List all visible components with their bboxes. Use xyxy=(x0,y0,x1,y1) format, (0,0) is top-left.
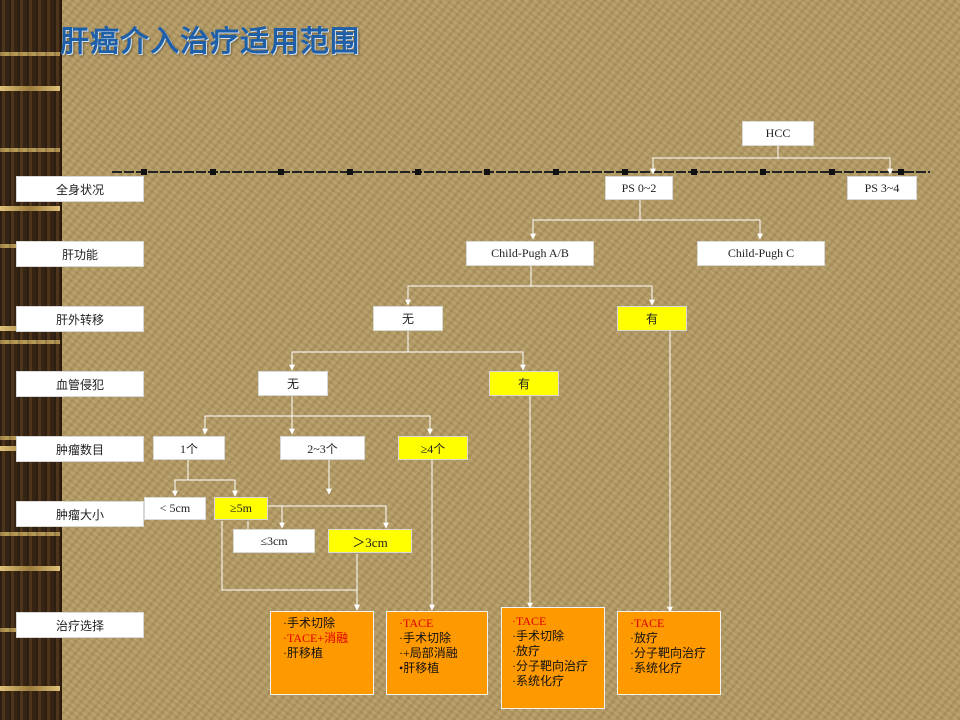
page-title: 肝癌介入治疗适用范围 xyxy=(60,24,361,58)
node-size-lt-5cm: < 5cm xyxy=(144,497,206,520)
node-count-1: 1个 xyxy=(153,436,225,460)
treatment-item: ·放疗 xyxy=(512,644,540,658)
node-size-ge-5: ≥5m xyxy=(214,497,268,520)
treatment-item: ·系统化疗 xyxy=(630,661,682,675)
treatment-item: ·分子靶向治疗 xyxy=(512,659,588,673)
treatment-box-3: ·TACE ·手术切除 ·放疗 ·分子靶向治疗 ·系统化疗 xyxy=(501,607,605,709)
node-size-gt-3cm: ＞3cm xyxy=(328,529,412,553)
treatment-item: •肝移植 xyxy=(399,661,440,675)
treatment-item-highlight: ·TACE xyxy=(630,616,665,630)
node-vascular-yes: 有 xyxy=(489,371,559,396)
node-child-pugh-ab: Child-Pugh A/B xyxy=(466,241,594,266)
treatment-box-2: ·TACE ·手术切除 ·+局部消融 •肝移植 xyxy=(386,611,488,695)
bar-seam xyxy=(0,86,60,91)
decorative-wood-bar xyxy=(0,0,62,720)
treatment-item-highlight: ·TACE xyxy=(399,616,434,630)
treatment-item: ·系统化疗 xyxy=(512,674,564,688)
separator-markers xyxy=(141,169,904,175)
node-count-2-3: 2~3个 xyxy=(280,436,365,460)
node-metastasis-yes: 有 xyxy=(617,306,687,331)
treatment-box-1: ·手术切除 ·TACE+消融 ·肝移植 xyxy=(270,611,374,695)
treatment-item: ·手术切除 xyxy=(512,629,564,643)
node-hcc: HCC xyxy=(742,121,814,146)
row-label-tumor-count: 肿瘤数目 xyxy=(16,436,144,462)
row-label-tumor-size: 肿瘤大小 xyxy=(16,501,144,527)
bar-seam xyxy=(0,566,60,571)
row-label-treatment: 治疗选择 xyxy=(16,612,144,638)
node-count-4-plus: ≥4个 xyxy=(398,436,468,460)
node-child-pugh-c: Child-Pugh C xyxy=(697,241,825,266)
treatment-item: ·分子靶向治疗 xyxy=(630,646,706,660)
node-ps-0-2: PS 0~2 xyxy=(605,176,673,200)
treatment-item-highlight: ·TACE+消融 xyxy=(283,631,349,645)
node-ps-3-4: PS 3~4 xyxy=(847,176,917,200)
bar-seam xyxy=(0,206,60,211)
treatment-item: ·+局部消融 xyxy=(399,646,458,660)
treatment-item: ·手术切除 xyxy=(283,616,335,630)
node-size-le-3cm: ≤3cm xyxy=(233,529,315,553)
row-label-liver-function: 肝功能 xyxy=(16,241,144,267)
node-metastasis-no: 无 xyxy=(373,306,443,331)
row-label-general-condition: 全身状况 xyxy=(16,176,144,202)
treatment-item: ·手术切除 xyxy=(399,631,451,645)
treatment-item: ·放疗 xyxy=(630,631,658,645)
row-label-vascular-invasion: 血管侵犯 xyxy=(16,371,144,397)
row-label-extrahepatic-metastasis: 肝外转移 xyxy=(16,306,144,332)
treatment-item: ·肝移植 xyxy=(283,646,323,660)
bar-seam xyxy=(0,686,60,691)
treatment-item-highlight: ·TACE xyxy=(512,614,547,628)
node-vascular-no: 无 xyxy=(258,371,328,396)
treatment-box-4: ·TACE ·放疗 ·分子靶向治疗 ·系统化疗 xyxy=(617,611,721,695)
